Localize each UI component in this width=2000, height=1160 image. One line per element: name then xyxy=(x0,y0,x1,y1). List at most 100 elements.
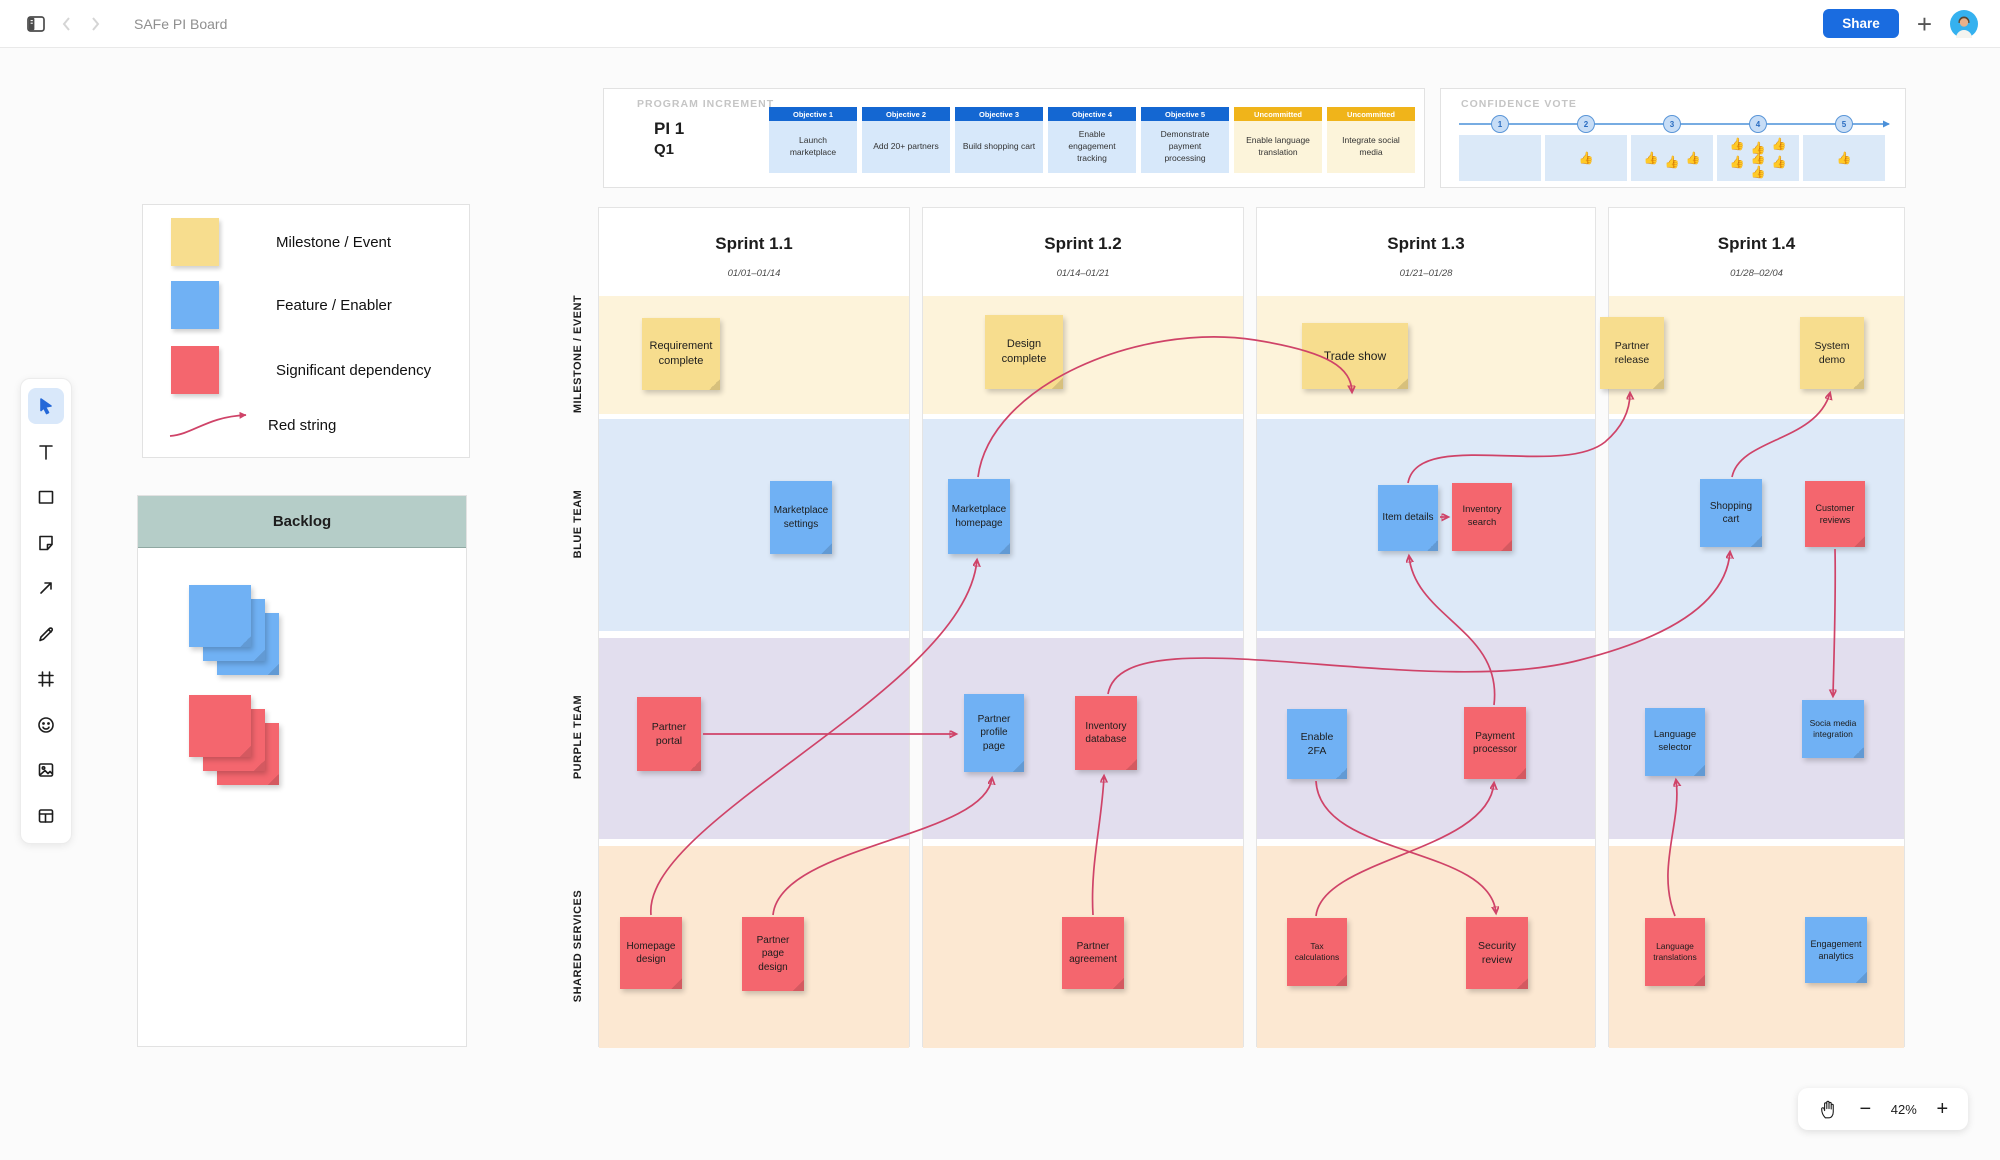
zoom-level: 42% xyxy=(1890,1101,1917,1117)
thumbs-up-emoji: 👍 xyxy=(1643,151,1659,165)
objective-card-text: Demonstrate payment processing xyxy=(1141,121,1229,173)
vote-scale-number-2: 2 xyxy=(1577,115,1595,133)
objective-card-header: Objective 2 xyxy=(862,107,950,121)
sprint-title: Sprint 1.1 xyxy=(715,234,793,253)
add-button[interactable]: + xyxy=(1916,8,1932,39)
sprint-title: Sprint 1.2 xyxy=(1044,234,1122,253)
sticky-note-marketplace-homepage[interactable]: Marketplace homepage xyxy=(948,479,1010,554)
row-band-milestone xyxy=(923,296,1243,414)
frame-tool-icon[interactable] xyxy=(28,661,64,697)
sticky-note-item-details[interactable]: Item details xyxy=(1378,485,1438,551)
sticky-note-shopping-cart[interactable]: Shopping cart xyxy=(1700,479,1762,547)
program-increment-label: PROGRAM INCREMENT xyxy=(637,98,775,110)
sticky-note-marketplace-settings[interactable]: Marketplace settings xyxy=(770,481,832,554)
legend-label: Red string xyxy=(268,416,337,434)
yellow-note-swatch xyxy=(171,218,219,266)
row-label-blue-team: BLUE TEAM xyxy=(572,489,584,559)
sticky-note-requirement-complete[interactable]: Requirement complete xyxy=(642,318,720,390)
share-button[interactable]: Share xyxy=(1823,9,1899,38)
avatar[interactable] xyxy=(1950,9,1978,38)
thumbs-up-emoji: 👍 xyxy=(1664,155,1680,169)
sticky-note-inventory-database[interactable]: Inventory database xyxy=(1075,696,1137,770)
red-string-sample xyxy=(169,411,247,437)
zoom-in-button[interactable]: + xyxy=(1936,1097,1949,1120)
sticky-note-homepage-design[interactable]: Homepage design xyxy=(620,917,682,989)
legend-label: Significant dependency xyxy=(276,361,432,379)
thumbs-up-emoji: 👍 xyxy=(1771,137,1787,152)
page-title: SAFe PI Board xyxy=(134,15,228,32)
sticky-note-tax-calculations[interactable]: Tax calculations xyxy=(1287,918,1347,986)
sticky-note-trade-show[interactable]: Trade show xyxy=(1302,323,1408,389)
sticky-note-partner-release[interactable]: Partner release xyxy=(1600,317,1664,389)
pi-quarter: Q1 xyxy=(654,141,675,158)
select-tool-icon[interactable] xyxy=(28,388,64,424)
sticky-note-system-demo[interactable]: System demo xyxy=(1800,317,1864,389)
sprint-dates: 01/21–01/28 xyxy=(1399,268,1453,279)
sticky-note-partner-profile-page[interactable]: Partner profile page xyxy=(964,694,1024,772)
backlog-title: Backlog xyxy=(138,496,466,548)
sticky-note-partner-page-design[interactable]: Partner page design xyxy=(742,917,804,991)
vote-box-1 xyxy=(1459,135,1541,181)
sticky-note-enable-2fa[interactable]: Enable 2FA xyxy=(1287,709,1347,779)
backlog-frame: Backlog xyxy=(137,495,467,1047)
sidebar-toggle-icon[interactable] xyxy=(26,14,46,34)
sticky-note-language-selector[interactable]: Language selector xyxy=(1645,708,1705,776)
zoom-out-button[interactable]: − xyxy=(1859,1097,1872,1120)
sprint-title: Sprint 1.3 xyxy=(1387,234,1465,253)
sticky-note-engagement-analytics[interactable]: Engagement analytics xyxy=(1805,917,1867,983)
objective-card-text: Add 20+ partners xyxy=(862,121,950,173)
sticky-note-customer-reviews[interactable]: Customer reviews xyxy=(1805,481,1865,547)
objective-card-text: Launch marketplace xyxy=(769,121,857,173)
note-tool-icon[interactable] xyxy=(28,525,64,561)
backlog-red-note-1[interactable] xyxy=(189,695,251,757)
objective-card-header: Objective 3 xyxy=(955,107,1043,121)
zoom-controls: − 42% + xyxy=(1798,1088,1968,1130)
sticky-note-partner-agreement[interactable]: Partner agreement xyxy=(1062,917,1124,989)
tool-rail xyxy=(20,378,72,844)
text-tool-icon[interactable] xyxy=(28,434,64,470)
sprint-dates: 01/28–02/04 xyxy=(1730,268,1783,279)
sticky-note-inventory-search[interactable]: Inventory search xyxy=(1452,483,1512,551)
sticky-note-design-complete[interactable]: Design complete xyxy=(985,315,1063,389)
back-chevron-icon[interactable] xyxy=(60,16,74,32)
objective-card-header: Objective 5 xyxy=(1141,107,1229,121)
blue-note-swatch xyxy=(171,281,219,329)
arrow-tool-icon[interactable] xyxy=(28,570,64,606)
row-label-purple-team: PURPLE TEAM xyxy=(572,694,584,780)
vote-scale-number-4: 4 xyxy=(1749,115,1767,133)
forward-chevron-icon[interactable] xyxy=(88,16,102,32)
sticky-note-language-translations[interactable]: Language translations xyxy=(1645,918,1705,986)
image-tool-icon[interactable] xyxy=(28,752,64,788)
table-tool-icon[interactable] xyxy=(28,798,64,834)
thumbs-up-emoji: 👍 xyxy=(1729,137,1745,152)
sprint-dates: 01/14–01/21 xyxy=(1056,268,1110,279)
sticky-note-socia-media-integration[interactable]: Socia media integration xyxy=(1802,700,1864,758)
thumbs-up-emoji: 👍 xyxy=(1685,151,1701,165)
thumbs-up-emoji: 👍 xyxy=(1771,154,1787,169)
confidence-vote-frame: CONFIDENCE VOTE 1👍2👍👍👍3👍👍👍👍👍👍👍4👍5 xyxy=(1440,88,1906,188)
sticky-note-security-review[interactable]: Security review xyxy=(1466,917,1528,989)
objective-card-text: Enable engagement tracking xyxy=(1048,121,1136,173)
thumbs-up-emoji: 👍 xyxy=(1836,151,1852,165)
pan-hand-icon[interactable] xyxy=(1818,1098,1840,1120)
sticky-note-payment-processor[interactable]: Payment processor xyxy=(1464,707,1526,779)
rectangle-tool-icon[interactable] xyxy=(28,479,64,515)
thumbs-up-emoji: 👍 xyxy=(1729,154,1745,169)
backlog-blue-note-1[interactable] xyxy=(189,585,251,647)
top-bar: SAFe PI Board Share + xyxy=(0,0,2000,48)
sticky-note-partner-portal[interactable]: Partner portal xyxy=(637,697,701,771)
objective-card-text: Integrate social media xyxy=(1327,121,1415,173)
vote-scale-number-1: 1 xyxy=(1491,115,1509,133)
objective-card-text: Build shopping cart xyxy=(955,121,1043,173)
sprint-dates: 01/01–01/14 xyxy=(727,268,781,279)
emoji-tool-icon[interactable] xyxy=(28,707,64,743)
draw-tool-icon[interactable] xyxy=(28,616,64,652)
